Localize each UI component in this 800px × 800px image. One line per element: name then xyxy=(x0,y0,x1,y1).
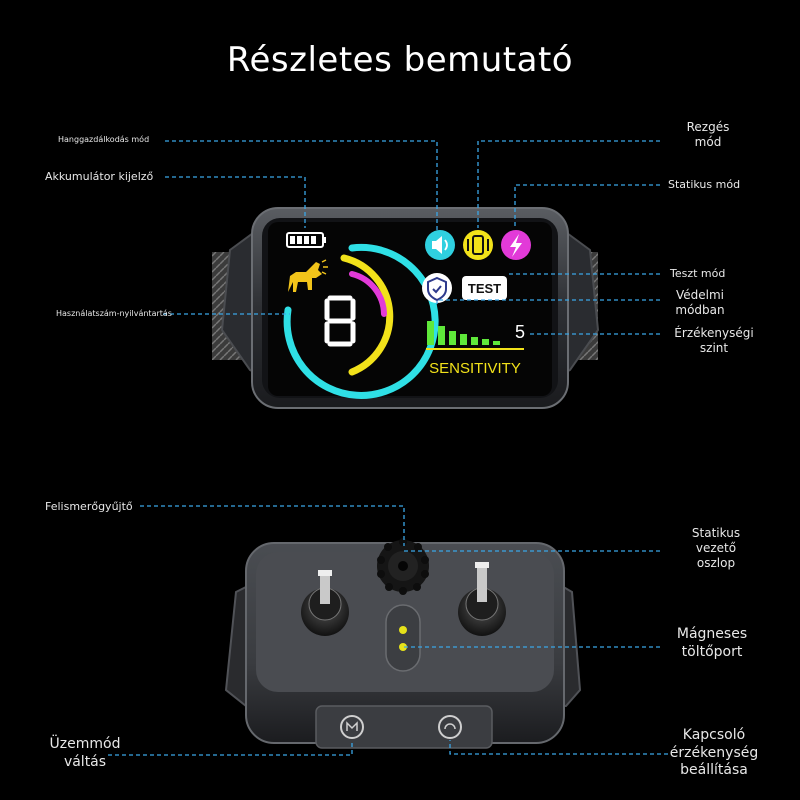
collar-receiver-front xyxy=(212,207,600,409)
battery-icon xyxy=(286,232,326,248)
label-voice-mode: Hanggazdálkodás mód xyxy=(58,135,150,144)
label-battery-display: Akkumulátor kijelző xyxy=(45,170,154,183)
label-test-mode: Teszt mód xyxy=(670,267,726,280)
static-post-right xyxy=(458,562,506,636)
label-usage-record: Használatszám-nyilvántartás xyxy=(56,309,172,318)
static-post-left xyxy=(301,570,349,636)
label-mode-switch: Üzemmód váltás xyxy=(49,736,121,770)
sensitivity-value: 5 xyxy=(515,322,525,342)
mode-switch-button[interactable] xyxy=(340,715,364,739)
label-static-mode: Statikus mód xyxy=(668,178,741,191)
status-arcs xyxy=(283,243,439,399)
test-badge: TEST xyxy=(462,276,507,300)
lcd-screen xyxy=(268,222,552,396)
page-title: Részletes bemutató xyxy=(226,40,574,80)
lightning-icon xyxy=(501,230,531,260)
sensitivity-adjust-button[interactable] xyxy=(438,715,462,739)
label-sensitivity-level: Érzékenységi szint xyxy=(674,326,754,355)
label-detector: Felismerőgyűjtő xyxy=(45,500,133,513)
usage-counter-digit xyxy=(324,295,356,347)
label-static-post: Statikus vezető oszlop xyxy=(691,526,741,570)
vibration-icon xyxy=(463,230,493,260)
dog-icon xyxy=(288,259,328,292)
magnetic-charging-port xyxy=(385,604,421,672)
leader-lines xyxy=(108,140,668,756)
sensitivity-bars xyxy=(426,321,524,350)
shield-icon xyxy=(422,273,452,303)
sensitivity-label: SENSITIVITY xyxy=(429,360,521,377)
label-magnetic-port: Mágneses töltőport xyxy=(676,626,748,660)
detector-sensor xyxy=(377,538,429,595)
test-label: TEST xyxy=(468,281,501,296)
label-sensitivity-adjust: Kapcsoló érzékenység beállítása xyxy=(669,727,759,778)
speaker-icon xyxy=(425,230,455,260)
label-vibration-mode: Rezgés mód xyxy=(686,120,730,149)
label-protection-mode: Védelmi módban xyxy=(675,288,725,317)
